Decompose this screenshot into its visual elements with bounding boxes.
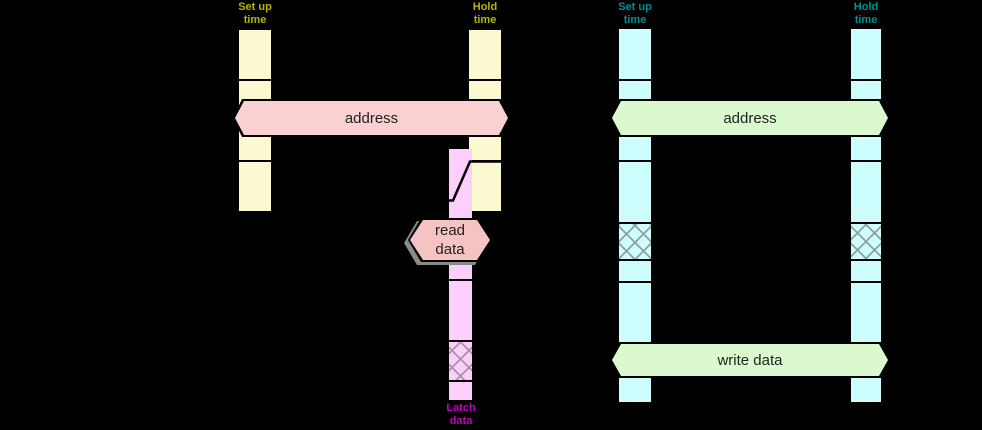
latch-strobe-bar — [449, 149, 472, 400]
latch-data-label: Latch data — [446, 402, 476, 427]
invalid-data-hatch — [449, 340, 472, 382]
read-data-label: read data — [434, 222, 466, 258]
setup-time-bar — [619, 29, 651, 402]
signal-line-gap — [449, 279, 472, 281]
signal-line-gap — [239, 79, 271, 81]
hold-time-label: Hold time — [853, 1, 879, 26]
write-data-hexagon: write data — [610, 342, 890, 378]
address-bus-label: address — [344, 109, 399, 127]
read-data-hexagon: read data — [408, 218, 492, 262]
signal-line-gap — [469, 160, 501, 162]
invalid-data-hatch — [851, 222, 881, 261]
hold-time-bar — [851, 29, 881, 402]
hold-time-label: Hold time — [472, 1, 498, 26]
invalid-data-hatch — [619, 222, 651, 261]
write-data-label: write data — [717, 351, 783, 369]
signal-line-gap — [619, 281, 651, 283]
address-bus-hexagon: address — [610, 99, 890, 137]
signal-line-gap — [469, 79, 501, 81]
signal-line-gap — [619, 160, 651, 162]
address-bus-label: address — [723, 109, 777, 127]
signal-line-gap — [851, 79, 881, 81]
signal-line-gap — [851, 160, 881, 162]
address-bus-hexagon: address — [233, 99, 510, 137]
setup-time-label: Set up time — [238, 1, 272, 26]
signal-line-gap — [619, 79, 651, 81]
signal-line-gap — [239, 160, 271, 162]
setup-time-label: Set up time — [618, 1, 652, 26]
signal-line-gap — [851, 281, 881, 283]
